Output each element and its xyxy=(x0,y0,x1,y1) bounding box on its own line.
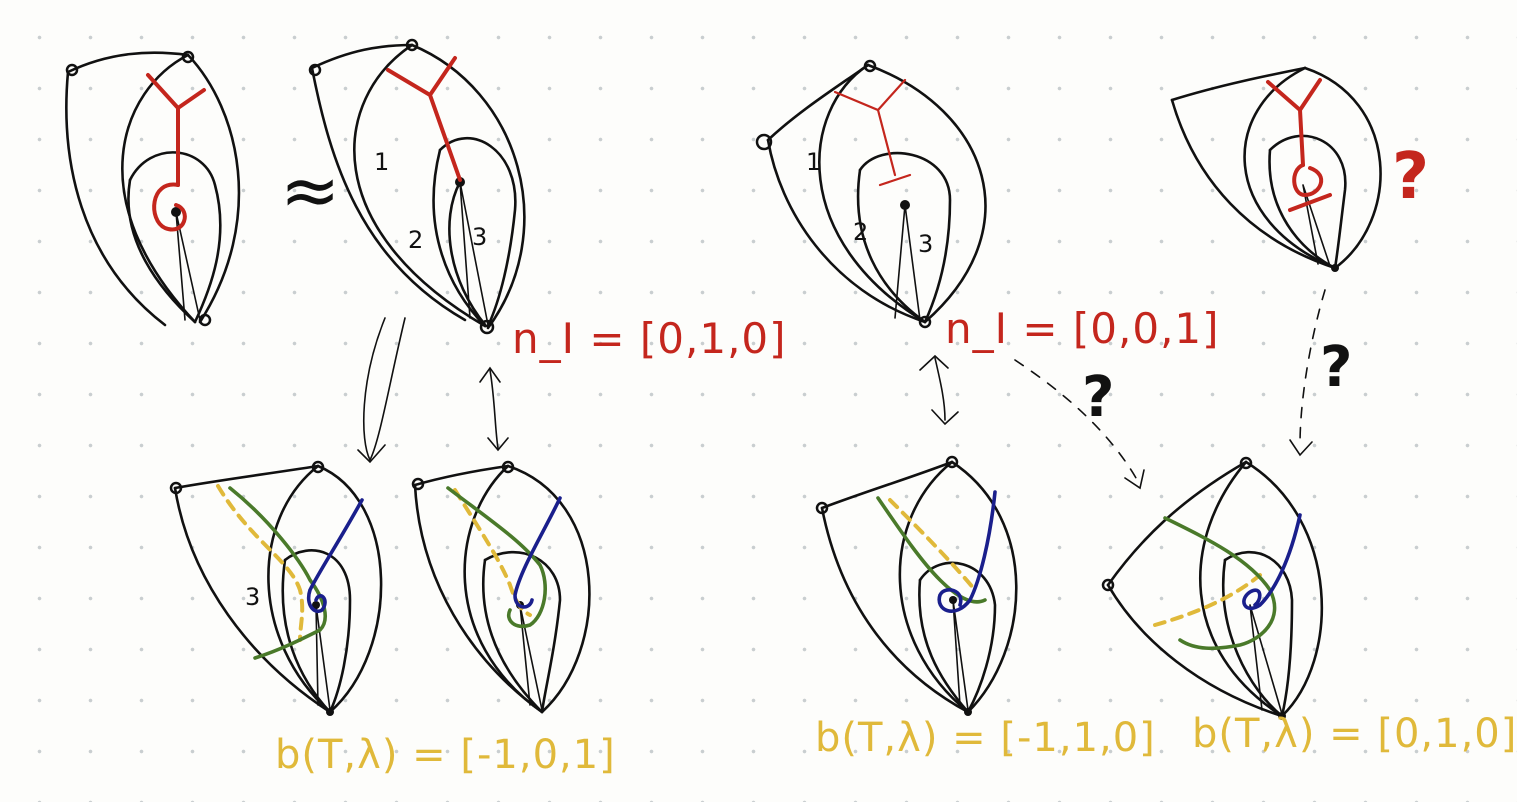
equivalence-symbol: ≈ xyxy=(280,148,340,232)
region-label-b-1: 1 xyxy=(374,148,390,176)
question-mark-red: ? xyxy=(1392,140,1430,214)
n-label-1: n_I = [0,1,0] xyxy=(512,314,787,363)
b-label-3: b(T,λ) = [0,1,0] xyxy=(1192,711,1517,757)
surface-sketch-a xyxy=(65,50,241,327)
surface-sketch-d xyxy=(1170,66,1382,272)
surface-sketch-f xyxy=(411,460,591,714)
region-label-b-2: 2 xyxy=(408,226,424,254)
question-mark-right: ? xyxy=(1320,335,1353,400)
region-label-e-3: 3 xyxy=(245,583,261,611)
surface-sketch-e xyxy=(169,460,383,716)
n-label-2: n_I = [0,0,1] xyxy=(945,304,1220,353)
region-label-c-2: 2 xyxy=(853,218,869,246)
surface-sketch-c xyxy=(755,59,987,329)
region-label-c-3: 3 xyxy=(918,230,934,258)
surface-sketch-b xyxy=(308,38,526,335)
region-label-b-3: 3 xyxy=(472,223,488,251)
question-mark-center: ? xyxy=(1082,365,1115,430)
surface-sketch-g xyxy=(815,455,1018,716)
b-label-1: b(T,λ) = [-1,0,1] xyxy=(275,732,616,778)
region-label-c-1: 1 xyxy=(806,148,822,176)
correspondence-arrows xyxy=(357,289,1326,490)
surface-sketch-h xyxy=(1101,456,1324,720)
b-label-2: b(T,λ) = [-1,1,0] xyxy=(815,715,1156,761)
